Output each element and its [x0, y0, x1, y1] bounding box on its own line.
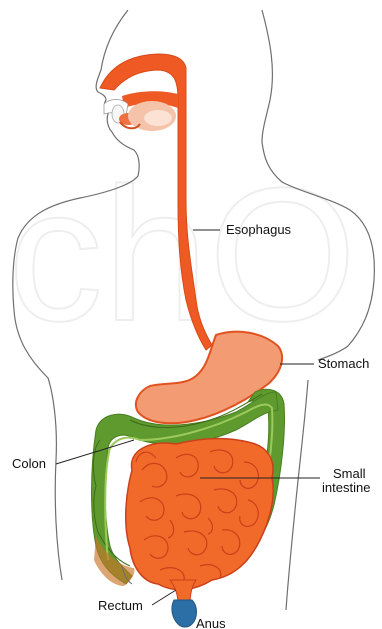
anus-organ	[172, 600, 197, 627]
stomach-label: Stomach	[318, 356, 369, 371]
mouth-area	[104, 100, 176, 132]
rectum-label: Rectum	[98, 598, 143, 613]
small-intestine-label-line1: Small	[333, 466, 366, 481]
esophagus-label: Esophagus	[226, 222, 292, 237]
colon-label: Colon	[12, 456, 46, 471]
anus-label: Anus	[196, 616, 226, 629]
small-intestine-label-line2: intestine	[322, 480, 370, 495]
small-intestine-organ	[126, 438, 274, 589]
